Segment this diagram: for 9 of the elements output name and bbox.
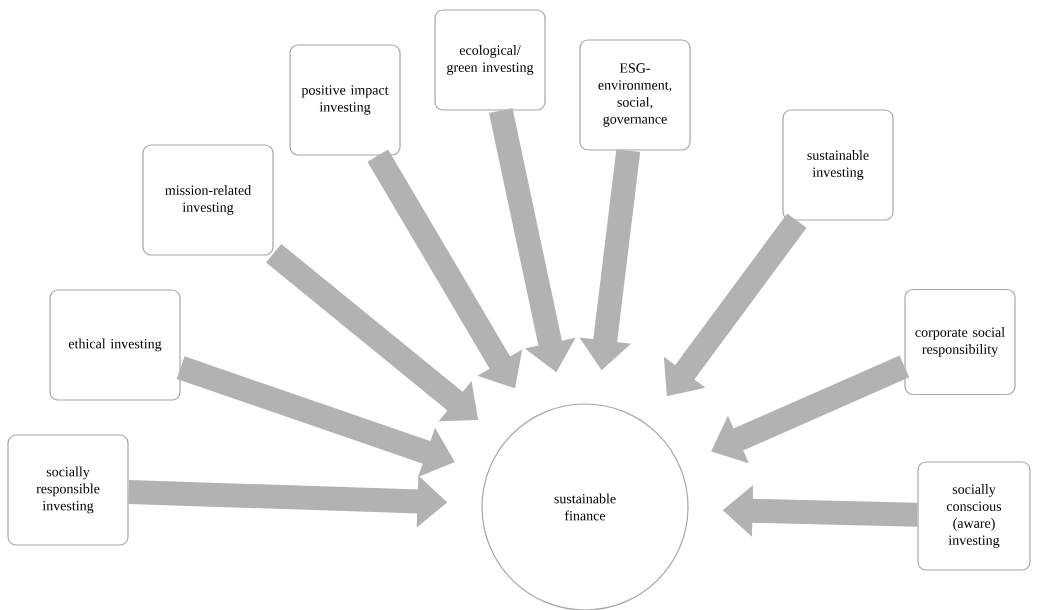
term-box: socially responsible investing: [7, 434, 129, 546]
term-box: ESG- environment, social, governance: [579, 39, 691, 151]
term-box: positive impact investing: [289, 44, 401, 156]
term-box: corporate social responsibility: [904, 288, 1016, 396]
term-box: ethical investing: [49, 289, 181, 401]
term-box: ecological/ green investing: [434, 9, 546, 111]
term-box: socially conscious (aware) investing: [917, 461, 1031, 571]
term-box: sustainable investing: [782, 109, 894, 221]
term-box: mission-related investing: [142, 144, 274, 256]
